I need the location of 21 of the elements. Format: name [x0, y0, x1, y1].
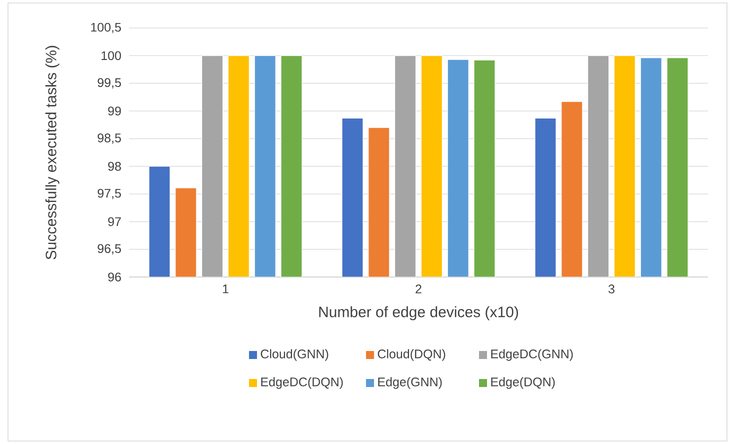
y-tick-label: 100,5	[91, 22, 121, 34]
x-tick-label: 1	[222, 284, 228, 294]
y-tick-label: 97,5	[98, 188, 121, 200]
y-tick-label: 98,5	[98, 134, 121, 144]
legend-label: Edge(DQN)	[491, 377, 555, 389]
legend-label: Edge(GNN)	[378, 377, 442, 389]
legend-label: Cloud(GNN)	[260, 349, 328, 361]
x-tick-label: 3	[608, 284, 614, 294]
y-tick-label: 99,5	[98, 78, 121, 88]
y-axis-title: Successfully executed tasks (%)	[45, 46, 60, 260]
y-tick-label: 96,5	[98, 244, 121, 254]
legend-label: EdgeDC(DQN)	[261, 377, 343, 389]
legend-label: Cloud(DQN)	[378, 349, 446, 361]
y-tick-label: 97	[108, 217, 121, 226]
y-tick-label: 98	[108, 162, 121, 171]
x-tick-label: 2	[416, 284, 422, 294]
y-tick-label: 100	[102, 51, 121, 60]
y-tick-label: 96	[108, 272, 121, 282]
y-tick-label: 99	[108, 106, 121, 116]
legend-label: EdgeDC(GNN)	[491, 349, 573, 361]
x-axis-title: Number of edge devices (x10)	[319, 306, 518, 320]
